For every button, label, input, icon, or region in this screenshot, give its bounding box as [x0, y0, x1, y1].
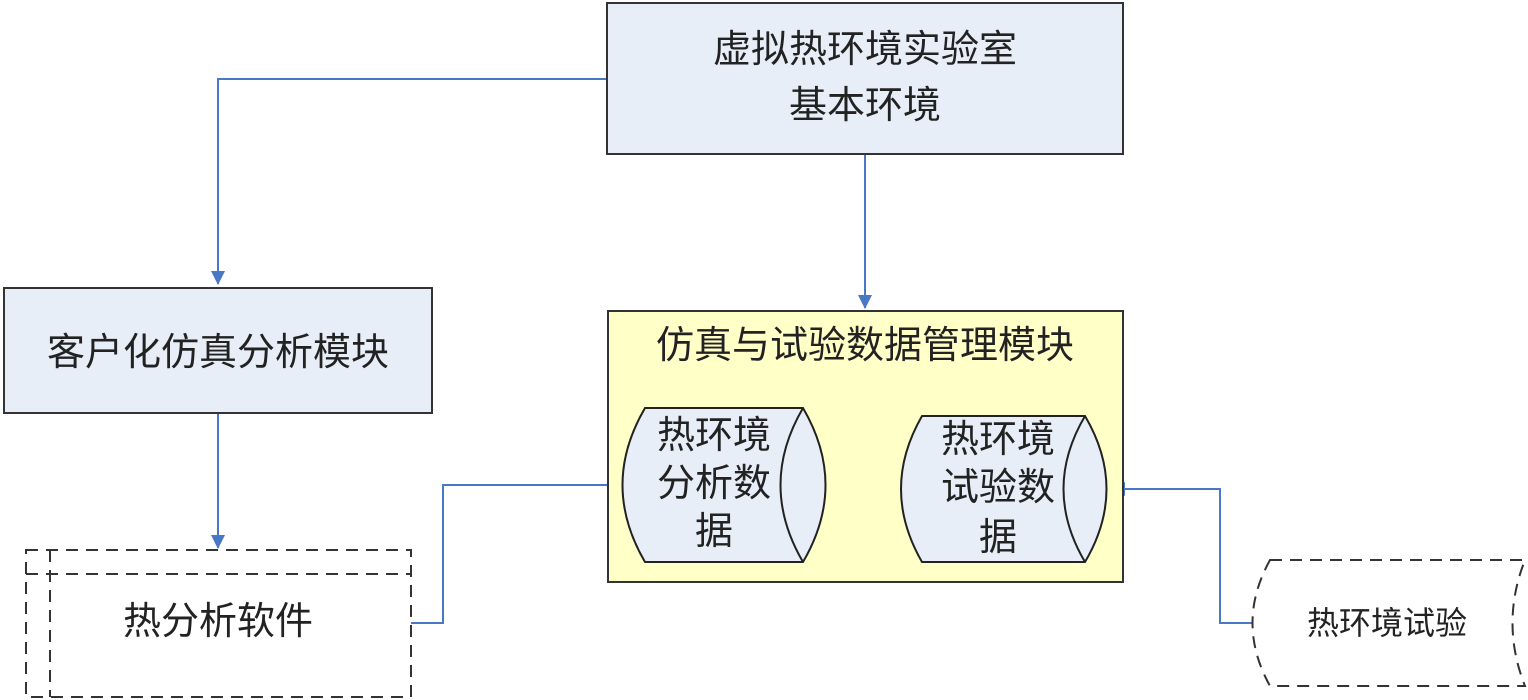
thermal-test-label: 热环境试验	[1307, 604, 1467, 642]
thermal-software-label: 热分析软件	[123, 599, 313, 643]
lab-env-line-1: 虚拟热环境实验室	[713, 27, 1017, 71]
node-simulation-module[interactable]: 客户化仿真分析模块	[3, 287, 433, 414]
node-thermal-environment-test[interactable]: 热环境试验	[1251, 559, 1527, 687]
analysis-data-line-3: 据	[695, 509, 733, 553]
node-thermal-analysis-software[interactable]: 热分析软件	[25, 549, 412, 698]
test-data-line-2: 试验数	[941, 465, 1055, 509]
lab-env-line-2: 基本环境	[789, 83, 941, 127]
edge-lab-to-sim	[211, 78, 607, 285]
data-module-title: 仿真与试验数据管理模块	[656, 323, 1074, 367]
edge-software-to-analysis	[411, 478, 624, 624]
analysis-data-line-1: 热环境	[657, 413, 771, 457]
test-data-store[interactable]: 热环境 试验数 据	[900, 415, 1108, 563]
sim-module-label: 客户化仿真分析模块	[47, 330, 389, 374]
connectors	[211, 78, 1252, 624]
analysis-data-store[interactable]: 热环境 分析数 据	[621, 407, 827, 563]
node-data-management-module[interactable]: 仿真与试验数据管理模块 热环境 分析数 据 热环境 试验数 据	[607, 310, 1124, 583]
test-data-line-3: 据	[979, 515, 1017, 559]
edge-test-to-testdata	[1111, 482, 1252, 624]
analysis-data-line-2: 分析数	[657, 461, 771, 505]
test-data-line-1: 热环境	[941, 417, 1055, 461]
node-lab-environment[interactable]: 虚拟热环境实验室 基本环境	[606, 2, 1124, 155]
